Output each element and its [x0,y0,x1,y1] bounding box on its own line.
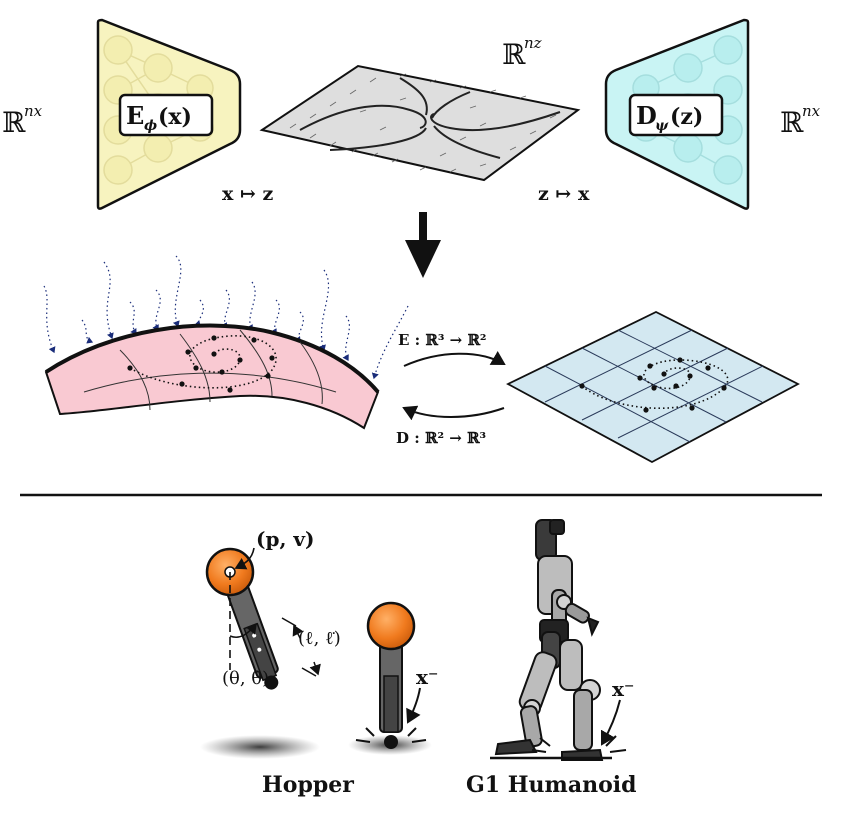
plane-points [579,357,727,413]
impact-burst-icon [355,727,427,743]
decoder-sub: ψ [655,118,669,134]
humanoid-impact-label: x⁻ [612,677,634,701]
decode-arrow-icon [402,405,505,421]
hopper-impact: x⁻ [348,601,438,755]
humanoid-caption: G1 Humanoid [466,772,636,798]
hopper-caption: Hopper [262,772,354,798]
decoder-network: D ψ (z) [604,18,750,210]
manifold-surface [44,323,380,430]
pos-vel-label: (p, v) [256,527,314,551]
decode-map-label: z ↦ x [538,183,590,205]
encoder-map-label: E : ℝ³ → ℝ² [398,331,487,349]
encoder-label: E [126,101,144,130]
length-label: (ℓ, ℓ̇) [298,628,341,649]
decoder-label-box [628,93,724,137]
latent-plane-flat [506,310,800,464]
plane-grid [544,329,764,443]
hopper-flight: (p, v) (ℓ, ℓ̇) (θ, θ̇) [200,527,341,759]
svg-text:ℝ: ℝ [2,106,26,139]
manifold-grid [83,329,337,411]
latent-plane [259,64,581,182]
encoder-label-box [118,93,214,137]
svg-text:ℝ: ℝ [502,38,526,71]
input-space-label: ℝ nx [2,102,43,139]
hopper-shadow [200,735,320,759]
svg-text:nx: nx [24,102,43,120]
decoder-label: D [636,101,657,130]
output-space-label: ℝ nx [780,102,821,139]
angle-label: (θ, θ̇) [222,668,269,689]
spiral-trajectories [299,77,561,159]
hopper-impact-body [366,601,416,651]
encode-map-label: x ↦ z [222,183,273,205]
svg-text:nz: nz [524,34,542,52]
encode-arrow-icon [403,351,506,367]
encoder-sub: ϕ [144,118,157,134]
encoder-network: E ϕ (x) [96,18,242,210]
svg-text:ℝ: ℝ [780,106,804,139]
noise-trajectories [43,255,409,380]
decoder-arg: (z) [670,104,703,130]
decoder-map-label: D : ℝ² → ℝ³ [396,429,486,447]
latent-space-label: ℝ nz [502,34,542,71]
humanoid-impact-arrow [601,699,621,746]
encoder-arg: (x) [158,104,192,130]
manifold-points [127,335,275,393]
manifold-trajectory [129,335,277,389]
down-arrow-icon [405,212,441,278]
svg-text:x⁻: x⁻ [416,665,438,689]
g1-humanoid [490,519,612,761]
vector-field [289,73,557,173]
svg-text:nx: nx [802,102,821,120]
